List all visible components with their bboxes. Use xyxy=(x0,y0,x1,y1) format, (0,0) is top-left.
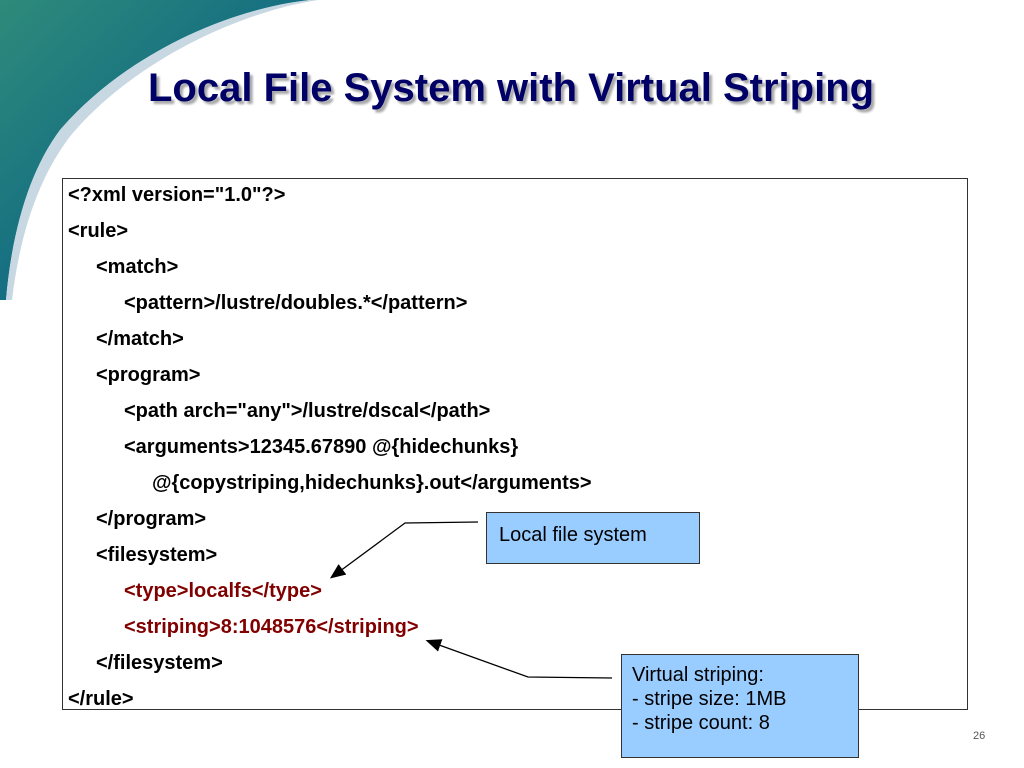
code-line: <match> xyxy=(96,256,179,278)
code-line: </filesystem> xyxy=(96,652,223,674)
code-line: <pattern>/lustre/doubles.*</pattern> xyxy=(124,292,468,314)
code-line: <?xml version="1.0"?> xyxy=(68,184,286,206)
code-line-highlighted: <striping>8:1048576</striping> xyxy=(124,616,419,638)
callout-virtual-striping: Virtual striping: - stripe size: 1MB - s… xyxy=(621,654,859,758)
code-line: </rule> xyxy=(68,688,134,710)
slide-title: Local File System with Virtual Striping xyxy=(148,66,875,110)
callout-line: - stripe count: 8 xyxy=(632,712,770,734)
code-line: @{copystriping,hidechunks}.out</argument… xyxy=(152,472,592,494)
code-line: <path arch="any">/lustre/dscal</path> xyxy=(124,400,491,422)
callout-line: Virtual striping: xyxy=(632,664,764,686)
callout-local-file-system: Local file system xyxy=(486,512,700,564)
callout-line: - stripe size: 1MB xyxy=(632,688,787,710)
code-line: <filesystem> xyxy=(96,544,218,566)
code-line: <program> xyxy=(96,364,201,386)
corner-swoosh-decoration xyxy=(0,0,318,300)
code-line: <arguments>12345.67890 @{hidechunks} xyxy=(124,436,519,458)
page-number: 26 xyxy=(973,730,986,742)
code-line: <rule> xyxy=(68,220,129,242)
code-line: </program> xyxy=(96,508,207,530)
code-line-highlighted: <type>localfs</type> xyxy=(124,580,322,602)
xml-code-box: <?xml version="1.0"?> <rule> <match> <pa… xyxy=(62,178,968,710)
code-line: </match> xyxy=(96,328,184,350)
